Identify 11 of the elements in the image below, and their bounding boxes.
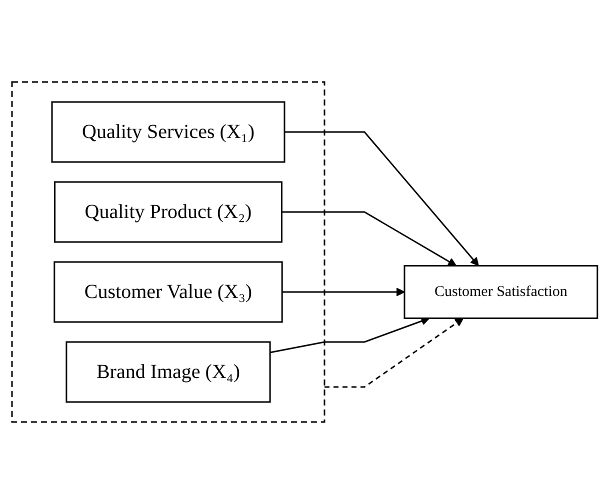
node-box: Brand Image (X₄) <box>66 341 271 403</box>
arrow <box>284 131 479 266</box>
cluster <box>11 81 326 423</box>
arrow <box>282 288 405 296</box>
node-box: Customer Value (X₃) <box>53 261 283 323</box>
node-box: Quality Services (X₁) <box>51 101 286 163</box>
node-box: Quality Product (X₂) <box>54 181 282 243</box>
arrow <box>324 318 464 388</box>
arrow <box>282 211 456 266</box>
arrow <box>270 316 430 354</box>
node-box: Customer Satisfaction <box>404 265 598 319</box>
